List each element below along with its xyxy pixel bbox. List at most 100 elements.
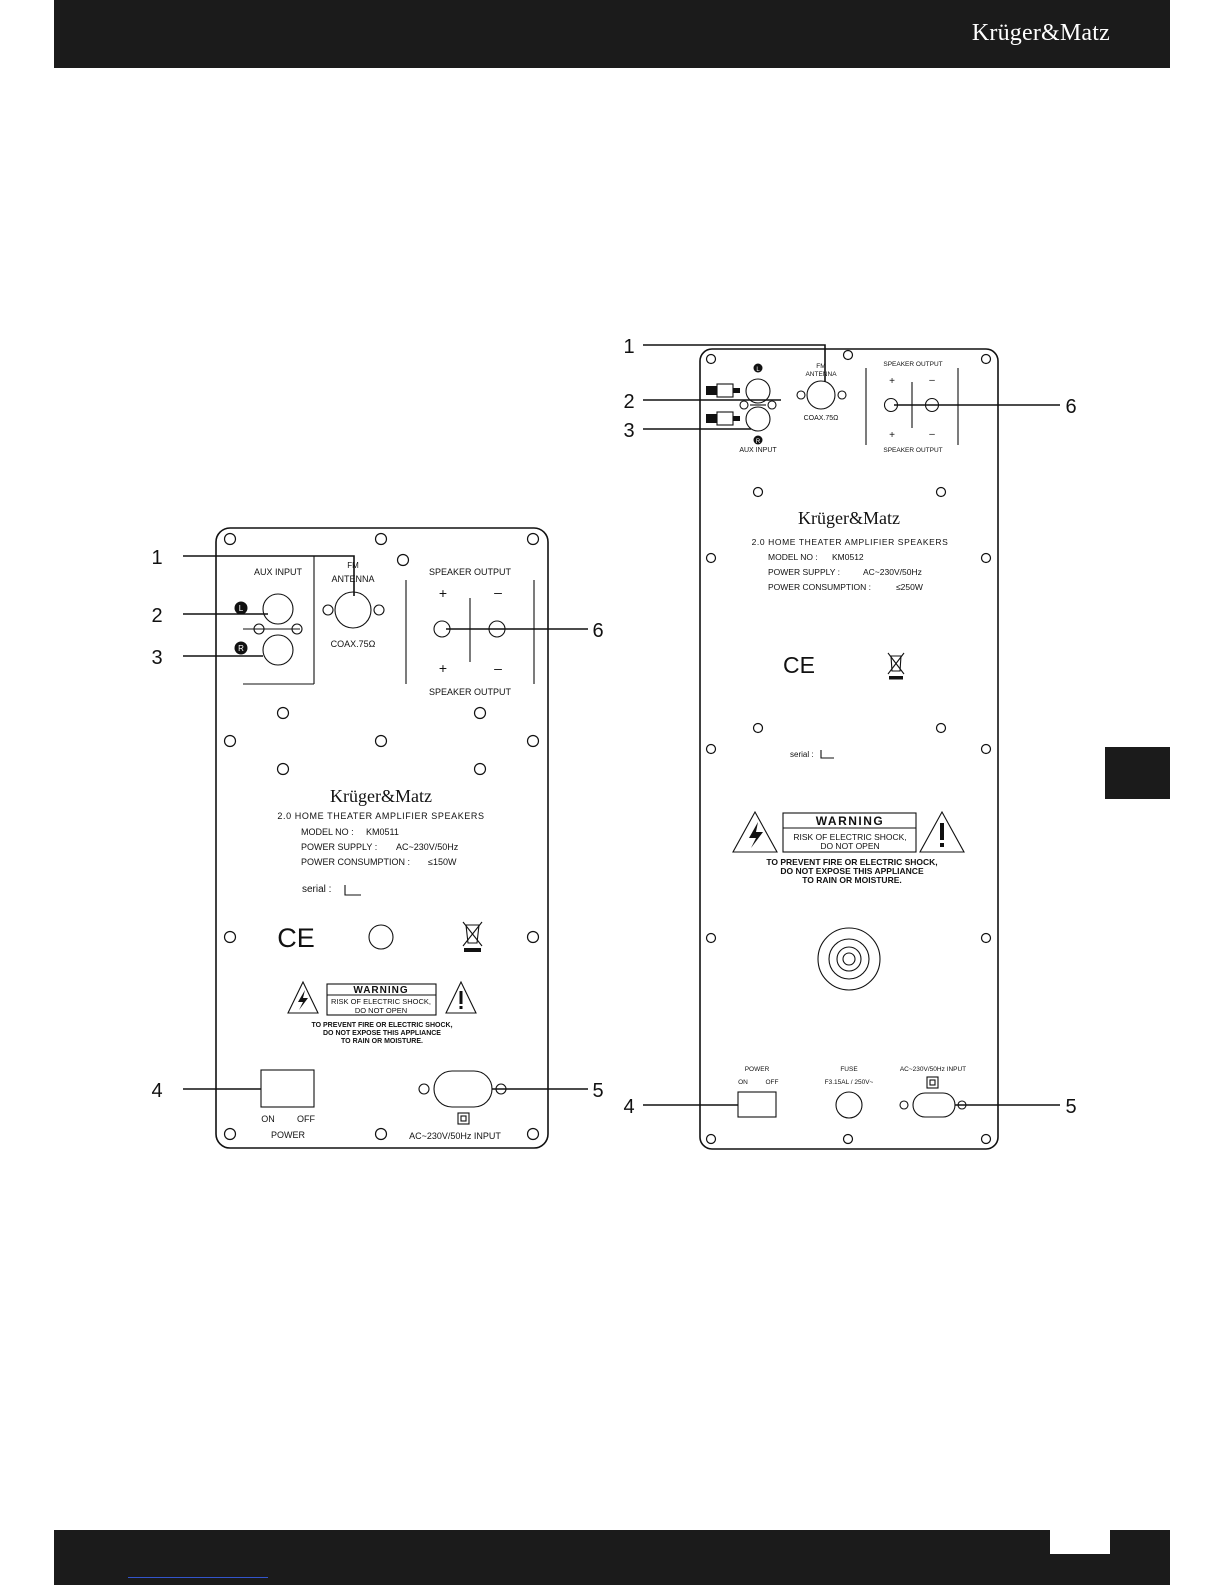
panel-b-model-value: KM0512 xyxy=(832,552,864,562)
panel-a-notice-line2: DO NOT EXPOSE THIS APPLIANCE xyxy=(323,1030,441,1037)
panel-a-callout-3: 3 xyxy=(151,647,162,669)
panel-a-minus-top: – xyxy=(494,584,502,600)
panel-a-speaker-output-bottom: SPEAKER OUTPUT xyxy=(429,687,512,697)
panel-a-callout-5: 5 xyxy=(592,1080,603,1102)
panel-a-consumption-label: POWER CONSUMPTION : xyxy=(301,857,410,867)
chapter-side-tab xyxy=(1105,747,1170,799)
panel-b-coax-label: COAX.75Ω xyxy=(804,415,839,422)
panel-b-ac-inlet xyxy=(912,1092,956,1118)
panel-a-antenna-label: ANTENNA xyxy=(331,574,374,584)
panel-b-callout-6: 6 xyxy=(1065,396,1076,418)
panel-a-power-label: POWER xyxy=(271,1130,306,1140)
panel-a-warning-line2: DO NOT OPEN xyxy=(355,1006,407,1015)
panel-b-aux-r-jack xyxy=(745,406,771,432)
panel-b-callout-5: 5 xyxy=(1065,1096,1076,1118)
panel-b-serial-label: serial : xyxy=(790,750,814,759)
panel-a-supply-value: AC~230V/50Hz xyxy=(396,842,459,852)
panel-b-warning-box xyxy=(782,812,917,853)
panel-a-aux-l-jack xyxy=(262,593,294,625)
panel-b-product-title: 2.0 HOME THEATER AMPLIFIER SPEAKERS xyxy=(752,537,949,547)
panel-b-plus-top: + xyxy=(889,376,895,387)
panel-b-speaker-output-top: SPEAKER OUTPUT xyxy=(883,361,942,368)
panel-b-callout-1: 1 xyxy=(623,336,634,358)
panel-b-callout-4: 4 xyxy=(623,1096,634,1118)
panel-b-plus-bottom: + xyxy=(889,430,895,441)
panel-b-warning-title: WARNING xyxy=(816,814,885,828)
panel-b-l-badge xyxy=(753,363,763,373)
panel-a-ce-mark: CE xyxy=(277,923,315,953)
panel-a-l-badge xyxy=(234,601,248,615)
panel-b-mounting-holes xyxy=(705,349,992,1145)
panel-b-channel-l: L xyxy=(756,367,760,373)
panel-a-minus-bottom: – xyxy=(494,660,502,676)
panel-b-power-label: POWER xyxy=(745,1066,770,1073)
panel-a-callout-4: 4 xyxy=(151,1080,162,1102)
panel-b-fm-label: FM xyxy=(816,363,825,370)
panel-a-mounting-holes xyxy=(223,532,540,1141)
panel-a-warning-line1: RISK OF ELECTRIC SHOCK, xyxy=(331,997,431,1006)
panel-b-channel-r: R xyxy=(756,439,761,445)
panel-a-callout-6: 6 xyxy=(592,620,603,642)
panel-a-fm-label: FM xyxy=(347,561,359,570)
panel-a-consumption-value: ≤150W xyxy=(428,857,457,867)
panel-a-coax-label: COAX.75Ω xyxy=(331,639,376,649)
panel-b-rca-plug-r-icon xyxy=(706,411,740,426)
panel-a-serial-label: serial : xyxy=(302,884,331,895)
panel-b-weee-bin-icon xyxy=(887,652,905,680)
panel-b-notice-line2: DO NOT EXPOSE THIS APPLIANCE xyxy=(780,866,924,876)
header-bar: Krüger&Matz xyxy=(54,0,1170,68)
panel-b-speaker-output-bottom: SPEAKER OUTPUT xyxy=(883,447,942,454)
panel-b-off-label: OFF xyxy=(766,1079,779,1086)
panel-a-notice-line3: TO RAIN OR MOISTURE. xyxy=(341,1038,423,1045)
panel-a-r-badge xyxy=(234,641,248,655)
rear-panel-km0511: AUX INPUT L R FM ANTENNA COAX.75Ω SPEAKE… xyxy=(151,527,604,1149)
panel-b-antenna-label: ANTENNA xyxy=(805,371,837,378)
panel-a-fm-antenna-jack xyxy=(334,591,372,629)
panel-a-ac-input-label: AC~230V/50Hz INPUT xyxy=(409,1131,501,1141)
panel-b-ac-input-label: AC~230V/50Hz INPUT xyxy=(900,1066,966,1073)
panel-b-model-label: MODEL NO : xyxy=(768,552,818,562)
footer-page-tab xyxy=(1050,1530,1110,1554)
panel-a-on-label: ON xyxy=(261,1114,275,1124)
panel-b-on-label: ON xyxy=(738,1079,748,1086)
panel-b-warning-line2: DO NOT OPEN xyxy=(820,841,879,851)
panel-b-supply-label: POWER SUPPLY : xyxy=(768,567,840,577)
panel-b-ce-mark: CE xyxy=(783,652,815,678)
panel-b-minus-bottom: – xyxy=(929,429,935,440)
panel-b-consumption-value: ≤250W xyxy=(896,582,923,592)
panel-b-r-badge xyxy=(753,435,763,445)
panel-a-callout-1: 1 xyxy=(151,547,162,569)
panel-a-plus-top: + xyxy=(439,585,447,601)
panel-a-power-switch xyxy=(260,1069,315,1108)
panel-b-rca-plug-l-icon xyxy=(706,383,740,398)
panel-a-model-label: MODEL NO : xyxy=(301,827,354,837)
panel-b-callout-2: 2 xyxy=(623,391,634,413)
panel-a-plus-bottom: + xyxy=(439,660,447,676)
panel-a-model-value: KM0511 xyxy=(366,827,399,837)
panel-b-consumption-label: POWER CONSUMPTION : xyxy=(768,582,871,592)
panel-b-minus-top: – xyxy=(929,375,935,386)
panel-b-fuse-label: FUSE xyxy=(840,1066,858,1073)
panel-a-supply-label: POWER SUPPLY : xyxy=(301,842,377,852)
panel-b-round-port xyxy=(817,927,881,991)
panel-b-brand: Krüger&Matz xyxy=(798,508,900,528)
panel-b-exclamation-triangle-icon xyxy=(919,810,965,853)
panel-b-supply-value: AC~230V/50Hz xyxy=(863,567,922,577)
panel-a-off-label: OFF xyxy=(297,1114,315,1124)
panel-b-warning-line1: RISK OF ELECTRIC SHOCK, xyxy=(793,832,906,842)
panel-b-aux-input-label: AUX INPUT xyxy=(739,447,777,454)
panel-a-exclamation-triangle-icon xyxy=(445,980,477,1014)
panel-a-warning-title: WARNING xyxy=(353,985,408,996)
panel-b-fm-antenna-jack xyxy=(806,380,836,410)
panel-a-aux-r-jack xyxy=(262,634,294,666)
panel-a-channel-r: R xyxy=(238,644,244,653)
header-brand-logo: Krüger&Matz xyxy=(971,20,1110,46)
panel-a-round-cutout xyxy=(368,924,394,950)
panel-a-outline xyxy=(215,527,549,1149)
panel-a-brand: Krüger&Matz xyxy=(330,786,432,806)
panel-a-warning-box xyxy=(326,983,437,1016)
panel-b-aux-l-jack xyxy=(745,378,771,404)
panel-b-fuse-rating: F3.15AL / 250V~ xyxy=(825,1079,874,1086)
panel-a-ac-inlet xyxy=(433,1070,493,1108)
